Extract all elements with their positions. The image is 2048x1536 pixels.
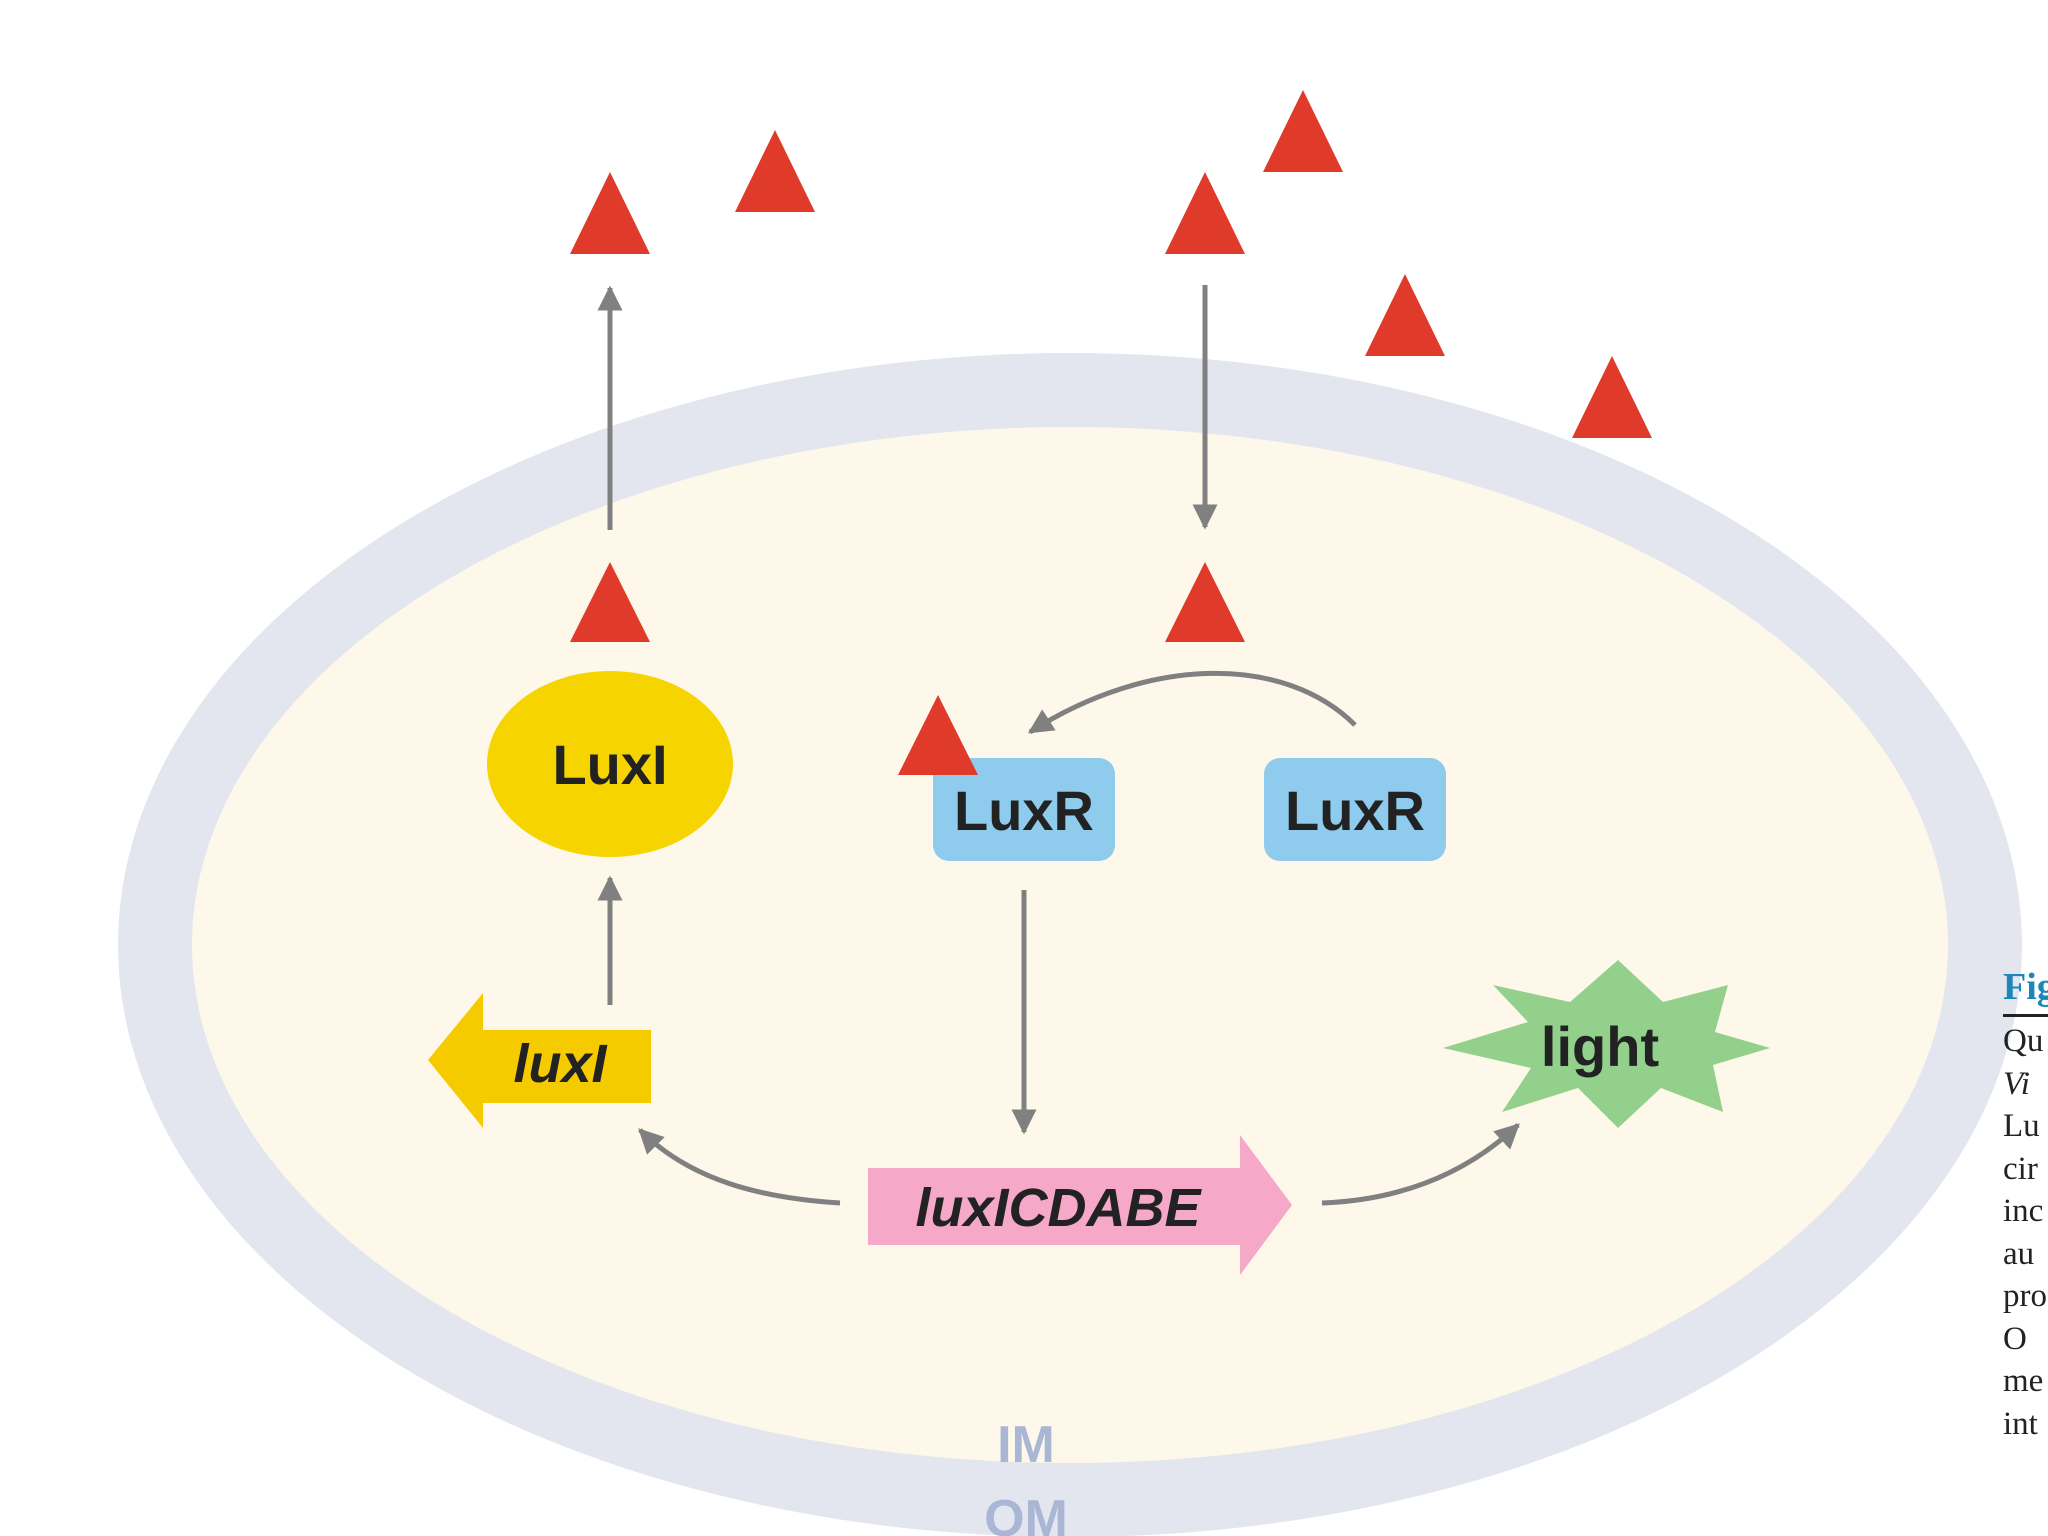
caption-line: Vi [2003, 1065, 2030, 1102]
light-production-arrow [1321, 1123, 1520, 1206]
autoinducer-triangle [1572, 356, 1652, 438]
caption-title: Fig [2003, 962, 2048, 1017]
luxi-expression-arrow [638, 1128, 841, 1206]
autoinducer-triangle [1165, 172, 1245, 254]
luxr-bound-label: LuxR [954, 779, 1094, 842]
outer-membrane-label: OM [984, 1490, 1068, 1536]
inner-membrane-label: IM [997, 1416, 1055, 1474]
luxi-protein-ellipse [487, 671, 733, 857]
luxr-bound-box [933, 758, 1115, 861]
autoinducer-triangle [1263, 90, 1343, 172]
luxicdabe-operon-label: luxICDABE [915, 1178, 1202, 1238]
autoinducer-triangle [570, 562, 650, 642]
figure-caption: Fig Qu Vi Lu cir inc au pro O me int [2003, 962, 2048, 1536]
caption-line: Qu [2003, 1023, 2044, 1059]
luxi-gene-label: luxI [513, 1034, 607, 1094]
luxr-free-box [1264, 758, 1446, 861]
autoinducer-bound-triangle [898, 695, 978, 775]
autoinducer-triangle [735, 130, 815, 212]
cytoplasm [192, 427, 1948, 1463]
caption-line: au [2003, 1235, 2035, 1272]
caption-line: int [2003, 1405, 2038, 1442]
luxicdabe-operon-arrow [868, 1135, 1292, 1275]
light-starburst [1443, 960, 1770, 1128]
binding-arrow [1027, 670, 1357, 735]
light-label: light [1541, 1015, 1659, 1078]
autoinducer-triangle [1165, 562, 1245, 642]
luxi-protein-label: LuxI [552, 733, 667, 796]
autoinducer-triangle [1365, 274, 1445, 356]
caption-line: cir [2003, 1150, 2038, 1187]
luxi-gene-arrow [428, 993, 651, 1128]
luxr-free-label: LuxR [1285, 779, 1425, 842]
caption-line: me [2003, 1363, 2044, 1399]
autoinducer-triangle [570, 172, 650, 254]
caption-line: O [2003, 1320, 2027, 1357]
caption-line: Lu [2003, 1108, 2040, 1144]
caption-line: pro [2003, 1278, 2047, 1314]
caption-line: inc [2003, 1193, 2044, 1229]
